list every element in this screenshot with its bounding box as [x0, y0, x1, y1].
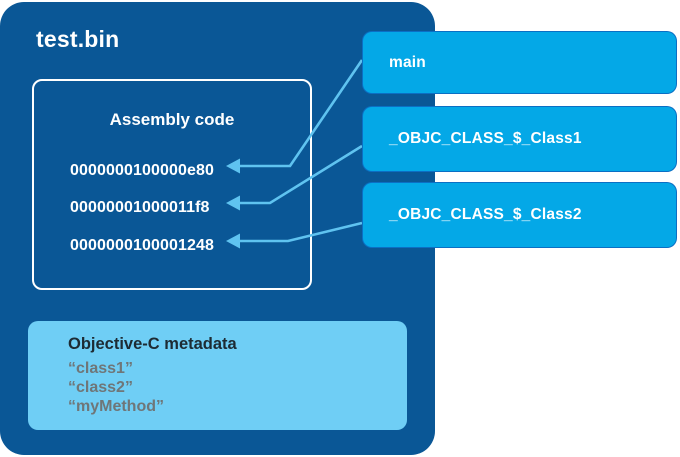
assembly-box-title: Assembly code [109, 110, 235, 129]
symbol-label: main [389, 53, 426, 71]
symbol-label: _OBJC_CLASS_$_Class1 [389, 130, 582, 147]
objc-metadata-box: Objective-C metadata “class1” “class2” “… [28, 321, 407, 430]
objc-string: “myMethod” [68, 398, 164, 415]
objc-string: “class2” [68, 379, 133, 396]
assembly-address: 0000000100001248 [70, 237, 214, 254]
objc-string: “class1” [68, 360, 133, 377]
objc-metadata-title: Objective-C metadata [68, 335, 237, 353]
objc-metadata-strings: “class1” “class2” “myMethod” [68, 359, 164, 416]
symbol-label: _OBJC_CLASS_$_Class2 [389, 206, 582, 223]
symbol-box-objc-class2: _OBJC_CLASS_$_Class2 [362, 182, 677, 248]
binary-file-title: test.bin [36, 26, 120, 52]
symbol-box-main: main [362, 31, 677, 94]
assembly-address: 00000001000011f8 [70, 199, 210, 216]
symbol-box-objc-class1: _OBJC_CLASS_$_Class1 [362, 106, 677, 172]
assembly-address: 0000000100000e80 [70, 162, 214, 179]
assembly-code-box: Assembly code 0000000100000e80 000000010… [32, 79, 312, 290]
